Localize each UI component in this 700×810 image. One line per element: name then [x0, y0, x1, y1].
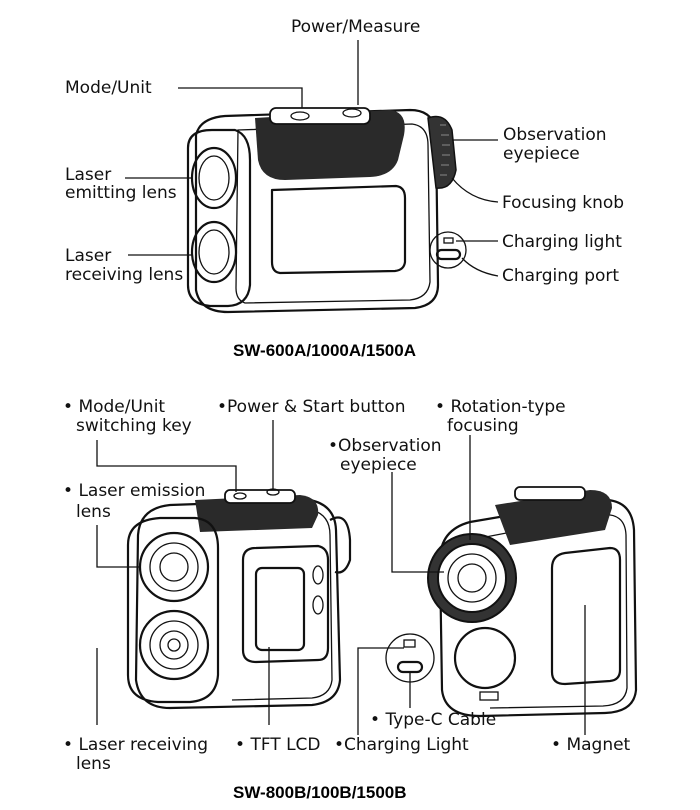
label-laser-receiving-2: receiving lens	[65, 265, 183, 285]
top-leader-lines	[125, 40, 499, 277]
label-tft-lcd: • TFT LCD	[235, 735, 321, 755]
focusing-knob	[427, 115, 457, 189]
bottom-top-grip	[195, 495, 319, 532]
label-laser-emitting-2: emitting lens	[65, 183, 177, 203]
label-rotation-2: focusing	[447, 416, 519, 436]
label-rotation-1: • Rotation-type	[435, 397, 566, 417]
charging-port	[435, 248, 462, 261]
back-top-grip	[495, 490, 612, 545]
label-laser-receiving-2: lens	[76, 754, 111, 774]
label-magnet: • Magnet	[551, 735, 631, 755]
label-laser-emitting-1: Laser	[65, 165, 111, 185]
label-mode-unit-1: • Mode/Unit	[63, 397, 165, 417]
bottom-leader-lines	[96, 420, 586, 735]
label-observation-2: eyepiece	[340, 455, 417, 475]
magnet-panel	[550, 546, 622, 686]
bottom-labels: • Mode/Unit switching key •Power & Start…	[63, 397, 631, 802]
label-laser-receiving-1: • Laser receiving	[63, 735, 208, 755]
mode-unit-switching-key	[233, 492, 247, 500]
caption-top-model: SW-600A/1000A/1500A	[233, 341, 416, 360]
label-observation-2: eyepiece	[503, 144, 580, 164]
power-measure-button	[342, 108, 362, 118]
tft-lcd-screen	[254, 566, 306, 652]
label-charging-light: Charging light	[502, 232, 622, 252]
label-power-measure: Power/Measure	[291, 17, 420, 37]
bottom-back-device	[427, 486, 638, 718]
bottom-front-device	[126, 488, 352, 710]
label-power-start: •Power & Start button	[217, 397, 406, 417]
laser-receiving-lens	[190, 220, 238, 284]
label-laser-receiving-1: Laser	[65, 246, 111, 266]
label-mode-unit: Mode/Unit	[65, 78, 152, 98]
label-type-c: • Type-C Cable	[370, 710, 496, 730]
label-charging-light: •Charging Light	[334, 735, 469, 755]
top-rangefinder-device	[186, 107, 467, 314]
top-grip	[255, 110, 405, 180]
top-labels: Power/Measure Mode/Unit Laser emitting l…	[65, 17, 624, 360]
label-observation-1: Observation	[503, 125, 607, 145]
mode-unit-button	[290, 111, 310, 121]
label-mode-unit-2: switching key	[76, 416, 192, 436]
laser-receiving-lens	[138, 609, 210, 681]
type-c-port	[396, 660, 424, 674]
label-charging-port: Charging port	[502, 266, 619, 286]
label-laser-emission-2: lens	[76, 502, 111, 522]
observation-eyepiece	[447, 553, 497, 603]
caption-bottom-model: SW-800B/100B/1500B	[233, 783, 407, 802]
charging-light-indicator	[403, 639, 416, 648]
label-laser-emission-1: • Laser emission	[63, 481, 205, 501]
label-observation-1: •Observation	[328, 436, 442, 456]
charging-light	[443, 237, 454, 244]
side-panel	[270, 184, 407, 275]
label-focusing-knob: Focusing knob	[502, 193, 624, 213]
